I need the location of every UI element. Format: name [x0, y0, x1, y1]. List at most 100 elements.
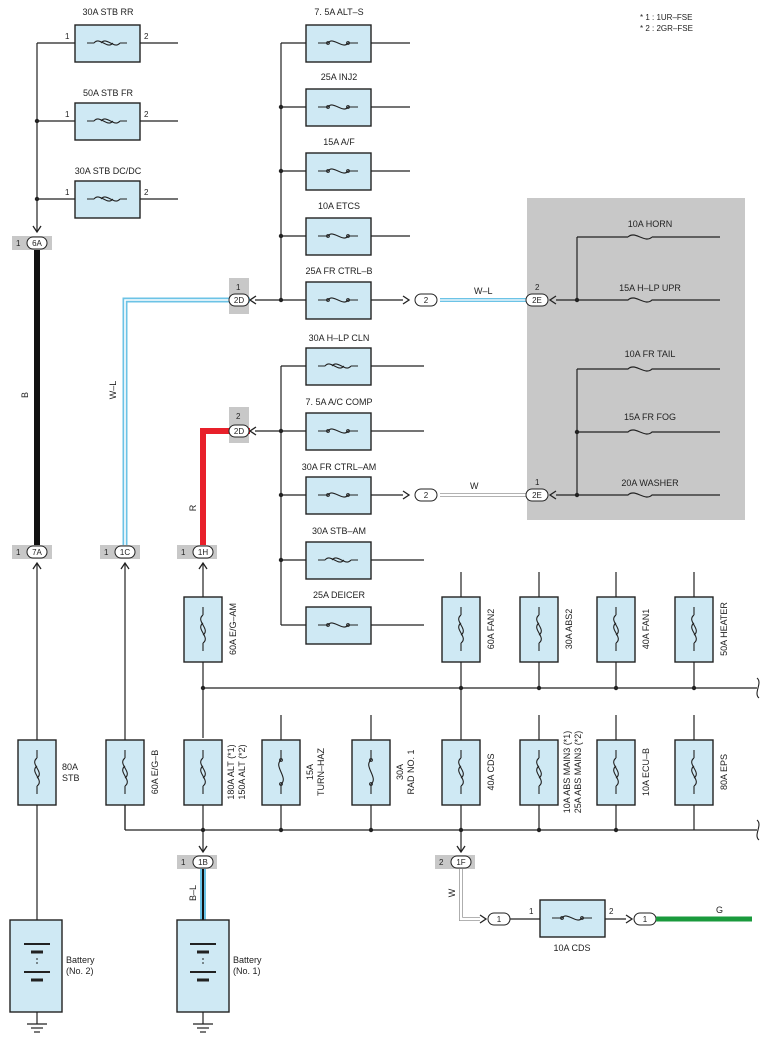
svg-text:(No. 2): (No. 2)	[66, 966, 94, 976]
fuse-40a-cds: 40A CDS	[441, 688, 496, 806]
svg-text:TURN–HAZ: TURN–HAZ	[316, 748, 326, 797]
fuse-25a-fr-ctrl-b: 25A FR CTRL–B	[305, 266, 403, 320]
fuse-10a-fr-tail: 10A FR TAIL	[577, 349, 720, 372]
fuse-30a-stb-am: 30A STB–AM	[278, 526, 424, 580]
svg-text:1: 1	[643, 915, 648, 924]
connector-7A	[26, 545, 48, 559]
fuse-abs-main3: 10A ABS MAIN3 (*1) 25A ABS MAIN3 (*2)	[519, 715, 583, 814]
connector-1C	[114, 545, 136, 559]
fuse-10a-horn: 10A HORN	[577, 219, 720, 240]
svg-text:15A: 15A	[305, 764, 315, 780]
svg-text:2: 2	[609, 907, 614, 916]
fuse-15a-turn-haz: 15A TURN–HAZ	[261, 715, 326, 806]
battery-no2: Battery (No. 2)	[9, 919, 95, 1013]
svg-text:80A: 80A	[62, 762, 78, 772]
svg-text:Battery: Battery	[66, 955, 95, 965]
fuse-80a-eps: 80A EPS	[674, 715, 729, 806]
svg-text:2: 2	[424, 296, 429, 305]
svg-text:W: W	[447, 888, 457, 897]
fuse-20a-washer: 20A WASHER	[612, 478, 720, 498]
svg-text:25A FR CTRL–B: 25A FR CTRL–B	[305, 266, 372, 276]
svg-text:80A EPS: 80A EPS	[719, 754, 729, 790]
svg-text:2: 2	[236, 412, 241, 421]
svg-text:1F: 1F	[456, 858, 465, 867]
svg-text:25A DEICER: 25A DEICER	[313, 590, 366, 600]
svg-text:60A E/G–B: 60A E/G–B	[150, 750, 160, 795]
svg-text:1: 1	[497, 915, 502, 924]
svg-text:50A HEATER: 50A HEATER	[719, 602, 729, 656]
svg-text:1B: 1B	[198, 858, 208, 867]
svg-text:60A E/G–AM: 60A E/G–AM	[228, 603, 238, 655]
junction-2-top	[414, 293, 438, 307]
fuse-25a-inj2: 25A INJ2	[278, 72, 410, 127]
svg-text:7. 5A A/C COMP: 7. 5A A/C COMP	[305, 397, 372, 407]
fuse-30a-h-lp-cln: 30A H–LP CLN	[281, 333, 424, 386]
svg-text:10A FR TAIL: 10A FR TAIL	[625, 349, 676, 359]
fuse-180a-alt: 180A ALT (*1) 150A ALT (*2)	[183, 739, 247, 806]
svg-text:1C: 1C	[120, 548, 130, 557]
fuse-10a-ecu-b: 10A ECU–B	[596, 715, 651, 806]
svg-text:6A: 6A	[32, 239, 42, 248]
fuse-30a-abs2: 30A ABS2	[519, 572, 574, 688]
svg-text:1: 1	[529, 907, 534, 916]
fuse-15a-fr-fog: 15A FR FOG	[577, 412, 720, 435]
svg-text:30A H–LP CLN: 30A H–LP CLN	[309, 333, 370, 343]
relay-block	[527, 198, 745, 520]
fuse-50a-heater: 50A HEATER	[674, 572, 729, 688]
svg-text:1: 1	[65, 110, 70, 119]
svg-text:150A ALT (*2): 150A ALT (*2)	[237, 744, 247, 799]
svg-text:1: 1	[65, 32, 70, 41]
fuse-15a-h-lp-upr: 15A H–LP UPR	[612, 283, 720, 303]
svg-text:10A ABS MAIN3 (*1): 10A ABS MAIN3 (*1)	[562, 731, 572, 814]
connector-6A	[26, 236, 48, 250]
connector-1F	[450, 855, 472, 869]
fuse-40a-fan1: 40A FAN1	[596, 572, 651, 688]
svg-text:2: 2	[144, 110, 149, 119]
svg-text:1: 1	[535, 478, 540, 487]
svg-text:15A H–LP UPR: 15A H–LP UPR	[619, 283, 681, 293]
svg-text:15A A/F: 15A A/F	[323, 137, 355, 147]
c6A-pin: 1	[16, 239, 21, 248]
svg-text:STB: STB	[62, 773, 80, 783]
svg-text:1: 1	[16, 548, 21, 557]
fuse-80a-stb: 80A STB	[17, 739, 80, 920]
svg-text:W: W	[470, 481, 479, 491]
svg-text:2E: 2E	[532, 296, 542, 305]
connector-1B	[192, 855, 214, 869]
fuse-15a-af: 15A A/F	[278, 137, 410, 191]
legend-line-1: * 1 : 1UR–FSE	[640, 13, 692, 22]
svg-text:10A CDS: 10A CDS	[553, 943, 590, 953]
fuse-30a-rad-no1: 30A RAD NO. 1	[351, 715, 416, 806]
connector-1H	[192, 545, 214, 559]
svg-text:RAD NO. 1: RAD NO. 1	[406, 749, 416, 794]
svg-text:Battery: Battery	[233, 955, 262, 965]
fuse-7-5a-alt-s: 7. 5A ALT–S	[281, 7, 410, 63]
svg-text:(No. 1): (No. 1)	[233, 966, 261, 976]
svg-text:1: 1	[65, 188, 70, 197]
svg-text:1: 1	[181, 548, 186, 557]
svg-text:30A STB RR: 30A STB RR	[82, 7, 134, 17]
svg-text:2: 2	[144, 32, 149, 41]
battery-no1: Battery (No. 1)	[176, 919, 262, 1013]
wire-red-r	[200, 428, 250, 545]
junction-2-bottom	[414, 488, 438, 502]
svg-text:W–L: W–L	[108, 381, 118, 400]
svg-text:30A FR CTRL–AM: 30A FR CTRL–AM	[302, 462, 377, 472]
svg-text:7. 5A ALT–S: 7. 5A ALT–S	[314, 7, 363, 17]
svg-text:2: 2	[439, 858, 444, 867]
fuse-60a-eg-am: 60A E/G–AM	[183, 596, 238, 738]
svg-text:30A STB DC/DC: 30A STB DC/DC	[75, 166, 142, 176]
svg-text:R: R	[188, 504, 198, 511]
svg-text:1H: 1H	[198, 548, 208, 557]
svg-text:20A WASHER: 20A WASHER	[621, 478, 679, 488]
svg-text:2: 2	[535, 283, 540, 292]
svg-text:G: G	[716, 905, 723, 915]
svg-text:2E: 2E	[532, 491, 542, 500]
wire-white-cds	[459, 869, 480, 921]
svg-text:1: 1	[181, 858, 186, 867]
svg-text:2: 2	[424, 491, 429, 500]
svg-text:10A HORN: 10A HORN	[628, 219, 673, 229]
connector-2E-bottom	[525, 488, 549, 502]
svg-text:B–L: B–L	[188, 885, 198, 901]
